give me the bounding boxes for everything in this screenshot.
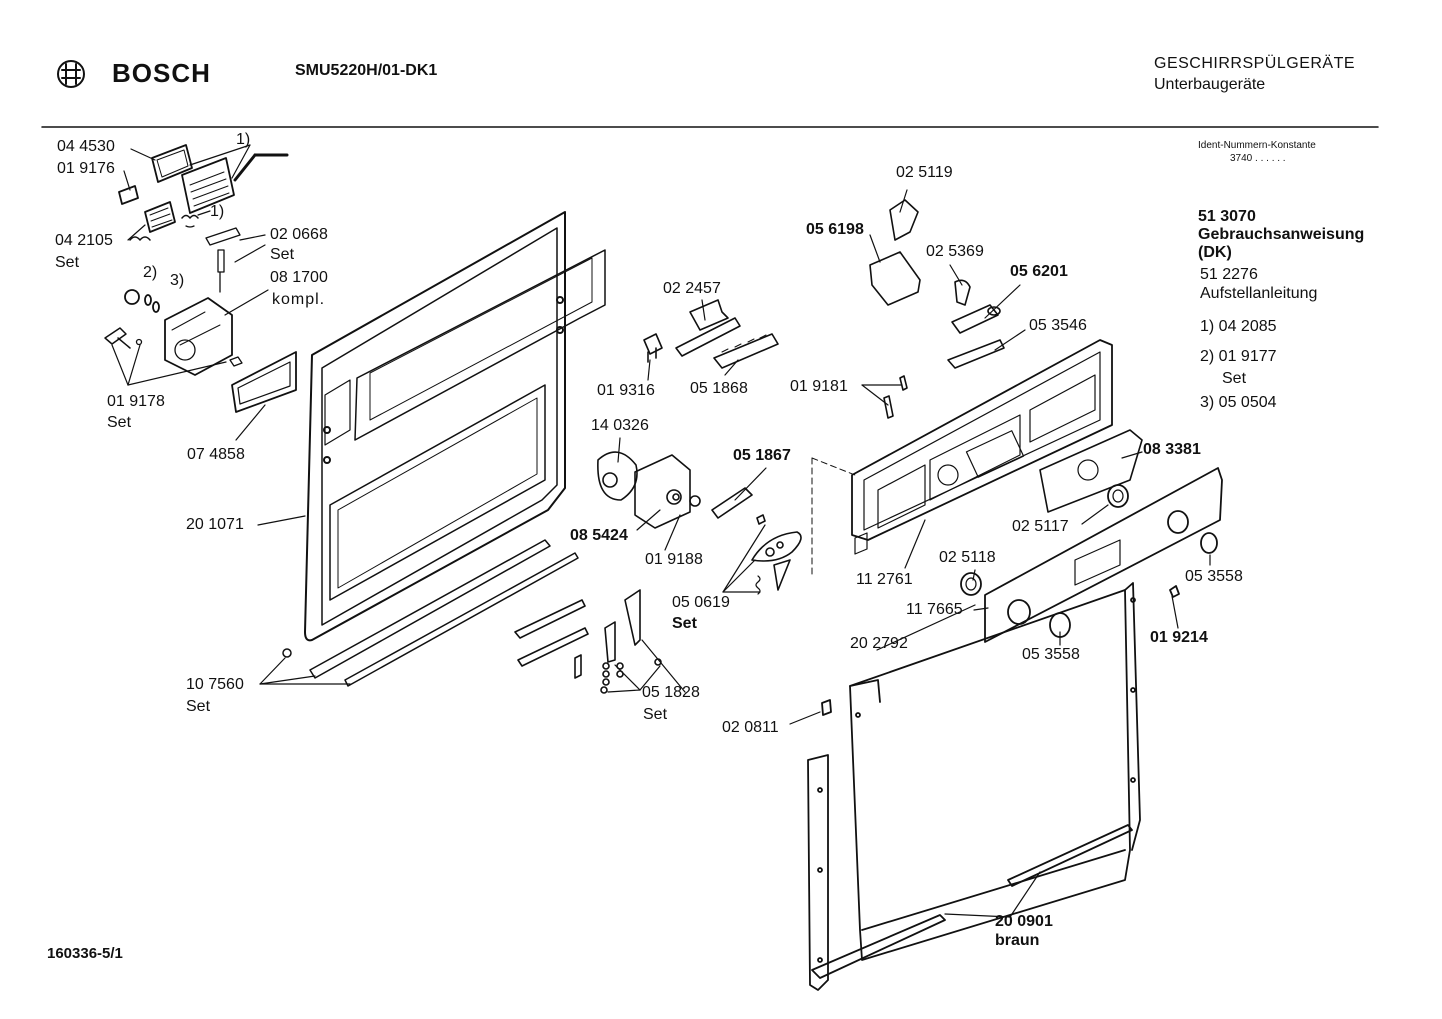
part-label: 05 6201 <box>1010 263 1068 280</box>
part-label: Set <box>107 414 132 431</box>
circuit-board <box>1039 429 1143 513</box>
bosch-logo-icon <box>57 60 85 88</box>
part-label: 01 9176 <box>57 160 115 177</box>
part-label: 05 3558 <box>1185 568 1243 585</box>
part-label: 05 1867 <box>733 447 791 464</box>
footnote-2: 2) 01 9177 <box>1200 348 1277 365</box>
centre-parts <box>597 299 802 595</box>
part-label: 08 3381 <box>1143 441 1201 458</box>
part-label: 08 5424 <box>570 527 628 544</box>
part-label: 01 9214 <box>1150 629 1208 646</box>
part-label: 1) <box>210 203 225 220</box>
part-label: 20 0901 <box>995 913 1053 930</box>
footnote-1: 1) 04 2085 <box>1200 318 1277 335</box>
part-label: 11 7665 <box>906 601 963 618</box>
part-label: 02 2457 <box>663 280 721 297</box>
part-label: 02 5119 <box>896 164 953 181</box>
part-label: Set <box>270 246 295 263</box>
part-label: 2) <box>143 264 158 281</box>
brand-name: BOSCH <box>112 58 211 88</box>
ident-label: Ident-Nummern-Konstante <box>1198 140 1316 151</box>
part-label: 04 2105 <box>55 232 113 249</box>
upper-right-parts <box>869 199 1005 419</box>
part-label: 05 0619 <box>672 594 730 611</box>
footnote-2-set: Set <box>1222 370 1247 387</box>
part-label: 01 9181 <box>790 378 848 395</box>
part-label: 02 0811 <box>722 719 779 736</box>
part-label: 20 2792 <box>850 635 908 652</box>
footnote-3: 3) 05 0504 <box>1200 394 1277 411</box>
ident-value: 3740 . . . . . . <box>1230 153 1286 164</box>
leader-lines <box>111 144 1211 918</box>
front-facia <box>960 467 1223 643</box>
part-label: 01 9188 <box>645 551 703 568</box>
part-label: 02 0668 <box>270 226 328 243</box>
part-label: braun <box>995 932 1040 949</box>
part-label: 07 4858 <box>187 446 245 463</box>
doc2-name: Aufstellanleitung <box>1200 285 1318 302</box>
doc1-language: (DK) <box>1198 244 1232 261</box>
part-label: Set <box>643 706 668 723</box>
part-label: Set <box>186 698 211 715</box>
lower-brackets <box>514 589 662 694</box>
page-id: 160336-5/1 <box>47 945 123 962</box>
door-panel-outer <box>304 211 606 642</box>
part-label: 14 0326 <box>591 417 649 434</box>
doc2-number: 51 2276 <box>1200 266 1258 283</box>
lower-rails <box>282 539 579 687</box>
top-left-parts <box>104 144 297 413</box>
part-label: Set <box>672 615 697 632</box>
part-label: 05 3546 <box>1029 317 1087 334</box>
part-label: 08 1700 <box>270 269 328 286</box>
part-label: 02 5118 <box>939 549 996 566</box>
part-label: 05 6198 <box>806 221 864 238</box>
doc1-number: 51 3070 <box>1198 208 1256 225</box>
part-label: Set <box>55 254 80 271</box>
part-label: 10 7560 <box>186 676 244 693</box>
part-label: 01 9178 <box>107 393 165 410</box>
doc1-name: Gebrauchsanweisung <box>1198 226 1365 243</box>
part-label: 02 5117 <box>1012 518 1069 535</box>
product-subcategory: Unterbaugeräte <box>1154 76 1266 93</box>
lower-door-frame <box>807 582 1141 991</box>
part-label: 05 1868 <box>690 380 748 397</box>
product-category: GESCHIRRSPÜLGERÄTE <box>1154 55 1356 72</box>
part-label: 05 3558 <box>1022 646 1080 663</box>
model-number: SMU5220H/01-DK1 <box>295 62 438 79</box>
part-label: 11 2761 <box>856 571 913 588</box>
part-label: 20 1071 <box>186 516 244 533</box>
part-label: 1) <box>236 131 251 148</box>
part-label: 05 1828 <box>642 684 700 701</box>
part-label: 01 9316 <box>597 382 655 399</box>
part-label: 02 5369 <box>926 243 984 260</box>
part-label: kompl. <box>272 291 326 308</box>
control-panel <box>811 339 1113 576</box>
part-label: 3) <box>170 272 185 289</box>
part-label: 04 4530 <box>57 138 115 155</box>
